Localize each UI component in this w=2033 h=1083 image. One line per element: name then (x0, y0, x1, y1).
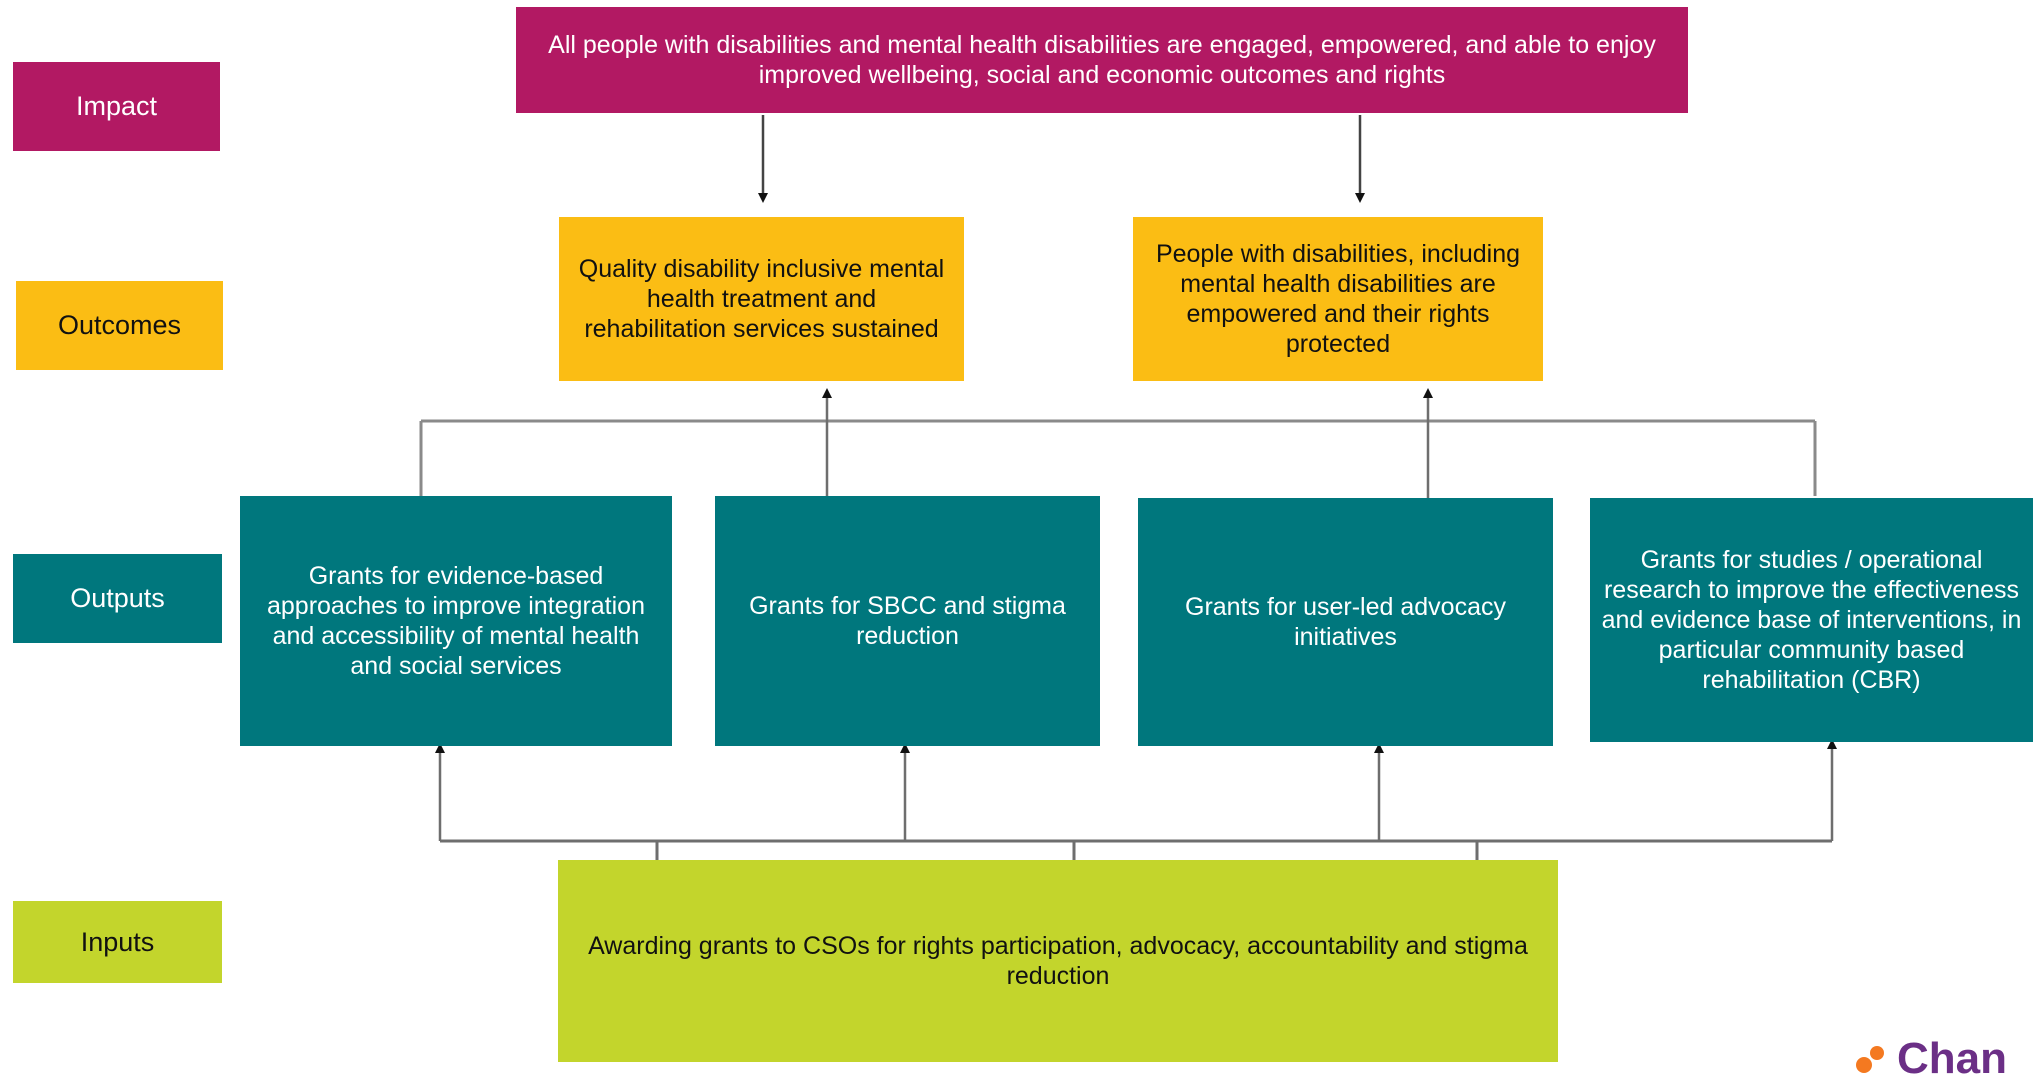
logo-mark-icon (1856, 1046, 1884, 1073)
input-box: Awarding grants to CSOs for rights parti… (558, 860, 1558, 1062)
output-box-1: Grants for evidence-based approaches to … (240, 496, 672, 746)
row-label-outputs: Outputs (13, 554, 222, 643)
output-box-2: Grants for SBCC and stigma reduction (715, 496, 1100, 746)
outcome-box-2: People with disabilities, including ment… (1133, 217, 1543, 381)
row-label-inputs: Inputs (13, 901, 222, 983)
logo-text: Chan (1897, 1034, 2007, 1083)
output-box-4: Grants for studies / operational researc… (1590, 498, 2033, 742)
output-box-3: Grants for user-led advocacy initiatives (1138, 498, 1553, 746)
row-label-outcomes: Outcomes (16, 281, 223, 370)
brand-logo: Chan (1855, 1037, 2007, 1081)
impact-box: All people with disabilities and mental … (516, 7, 1688, 113)
outcome-box-1: Quality disability inclusive mental heal… (559, 217, 964, 381)
row-label-impact: Impact (13, 62, 220, 151)
